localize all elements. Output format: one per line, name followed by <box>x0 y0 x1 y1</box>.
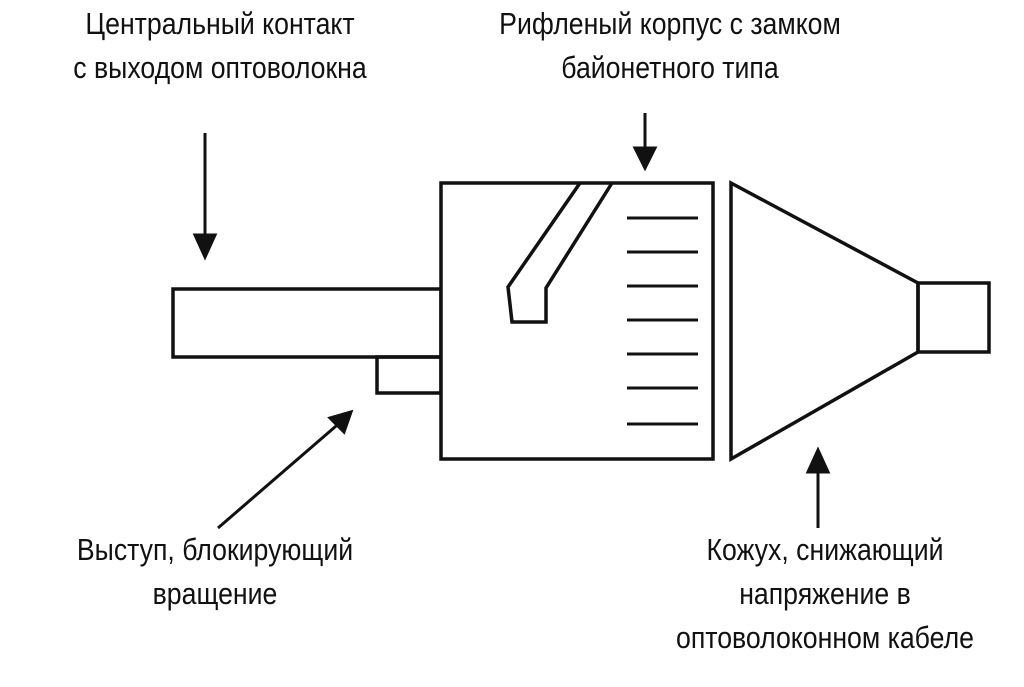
arrowhead-boot <box>805 446 831 474</box>
label-strain-relief-boot: Кожух, снижающий напряжение в оптоволоко… <box>644 528 1005 660</box>
knurl-lines <box>627 216 698 426</box>
label-anti-rotation-key-line2: вращение <box>152 576 278 611</box>
label-knurled-body-line2: байонетного типа <box>561 50 779 85</box>
label-anti-rotation-key: Выступ, блокирующий вращение <box>47 528 382 616</box>
bayonet-slot <box>506 182 614 324</box>
cable-stub <box>916 281 991 354</box>
label-strain-relief-boot-line2: напряжение в <box>739 576 911 611</box>
label-strain-relief-boot-line1: Кожух, снижающий <box>706 532 944 567</box>
anti-rotation-key <box>375 355 443 395</box>
label-knurled-body-line1: Рифленый корпус с замком <box>499 6 841 41</box>
arrowhead-center-contact <box>192 233 218 261</box>
label-center-contact-line1: Центральный контакт <box>85 6 355 41</box>
label-center-contact-line2: с выходом оптоволокна <box>73 50 367 85</box>
arrow-key <box>217 418 344 530</box>
label-strain-relief-boot-line3: оптоволоконном кабеле <box>676 620 974 655</box>
arrowhead-key <box>327 409 354 435</box>
label-center-contact: Центральный контакт с выходом оптоволокн… <box>57 2 384 90</box>
strain-relief-boot <box>729 180 920 463</box>
label-anti-rotation-key-line1: Выступ, блокирующий <box>76 532 354 567</box>
arrowhead-body <box>632 146 658 172</box>
center-contact-ferrule <box>171 287 443 359</box>
label-knurled-body: Рифленый корпус с замком байонетного тип… <box>459 2 880 90</box>
